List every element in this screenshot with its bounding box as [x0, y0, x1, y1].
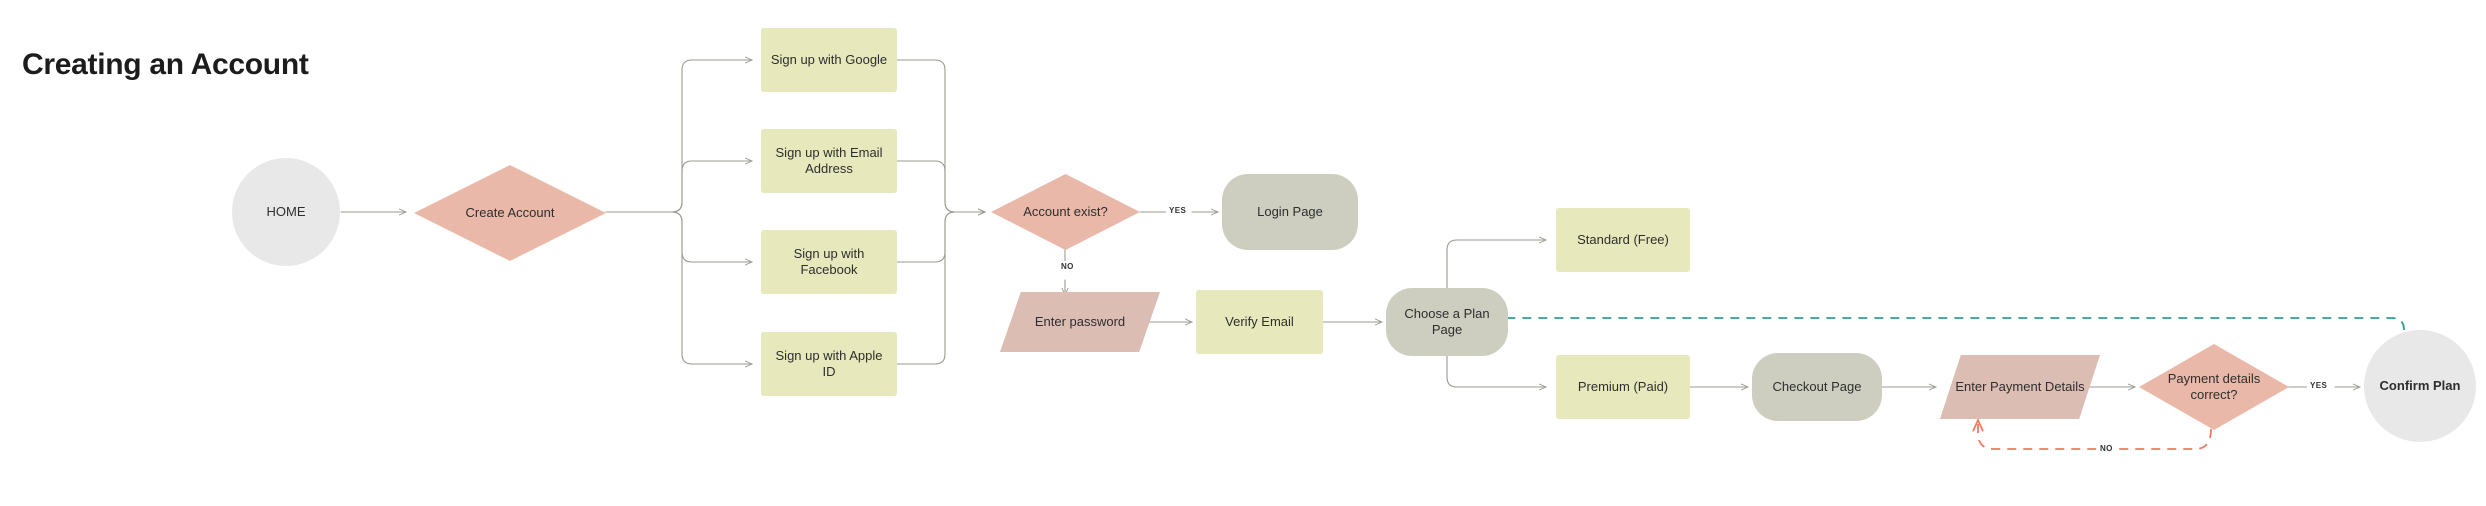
edge-label-account-exist-no: NO — [1058, 261, 1077, 272]
edge-apple-account-exist — [896, 212, 985, 365]
node-signup-apple[interactable]: Sign up with Apple ID — [761, 332, 897, 396]
node-signup-email-label: Sign up with Email Address — [775, 144, 883, 176]
edge-create-account-google — [605, 60, 752, 213]
node-enter-payment-details[interactable]: Enter Payment Details — [1940, 355, 2100, 419]
page-title: Creating an Account — [22, 48, 309, 81]
node-standard-free-label: Standard (Free) — [1577, 231, 1669, 247]
node-signup-google-label: Sign up with Google — [770, 51, 888, 67]
edge-payment-no-loop — [1978, 420, 2212, 450]
node-login-page[interactable]: Login Page — [1222, 174, 1358, 250]
node-checkout-page[interactable]: Checkout Page — [1752, 353, 1882, 421]
node-confirm-plan[interactable]: Confirm Plan — [2364, 330, 2476, 442]
node-home[interactable]: HOME — [232, 158, 340, 266]
node-enter-password[interactable]: Enter password — [1000, 292, 1160, 352]
edge-email-account-exist — [896, 160, 985, 212]
node-login-page-label: Login Page — [1257, 203, 1323, 219]
edge-create-account-apple — [605, 211, 752, 364]
edge-confirm-plan-choose-plan — [1493, 318, 2405, 331]
edge-facebook-account-exist — [896, 212, 985, 263]
edge-create-account-email — [605, 161, 752, 213]
parallelogram-shape — [1940, 355, 2100, 419]
diamond-shape — [2139, 344, 2289, 430]
node-verify-email[interactable]: Verify Email — [1196, 290, 1323, 354]
edge-create-account-facebook — [605, 211, 752, 262]
node-signup-apple-label: Sign up with Apple ID — [775, 347, 883, 379]
node-signup-google[interactable]: Sign up with Google — [761, 28, 897, 92]
node-verify-email-label: Verify Email — [1225, 313, 1294, 329]
edge-label-account-exist-yes: YES — [1166, 205, 1190, 216]
node-choose-plan-page[interactable]: Choose a Plan Page — [1386, 288, 1508, 356]
node-payment-details-correct[interactable]: Payment details correct? — [2139, 344, 2289, 430]
edge-choose-plan-standard — [1446, 240, 1546, 291]
parallelogram-shape — [1000, 292, 1160, 352]
diamond-shape — [991, 174, 1140, 250]
edge-google-account-exist — [896, 59, 985, 212]
edge-choose-plan-premium — [1446, 353, 1546, 387]
node-signup-facebook[interactable]: Sign up with Facebook — [761, 230, 897, 294]
node-confirm-plan-label: Confirm Plan — [2379, 377, 2461, 393]
node-account-exist[interactable]: Account exist? — [991, 174, 1140, 250]
node-signup-email[interactable]: Sign up with Email Address — [761, 129, 897, 193]
node-standard-free[interactable]: Standard (Free) — [1556, 208, 1690, 272]
node-signup-facebook-label: Sign up with Facebook — [793, 245, 865, 277]
node-choose-plan-page-label: Choose a Plan Page — [1404, 305, 1490, 337]
node-premium-paid-label: Premium (Paid) — [1577, 378, 1669, 394]
node-create-account[interactable]: Create Account — [414, 165, 606, 261]
node-checkout-page-label: Checkout Page — [1772, 378, 1862, 394]
diamond-shape — [414, 165, 606, 261]
node-home-label: HOME — [266, 203, 306, 219]
edge-label-payment-no: NO — [2097, 443, 2116, 454]
edge-label-payment-yes: YES — [2307, 380, 2331, 391]
node-premium-paid[interactable]: Premium (Paid) — [1556, 355, 1690, 419]
